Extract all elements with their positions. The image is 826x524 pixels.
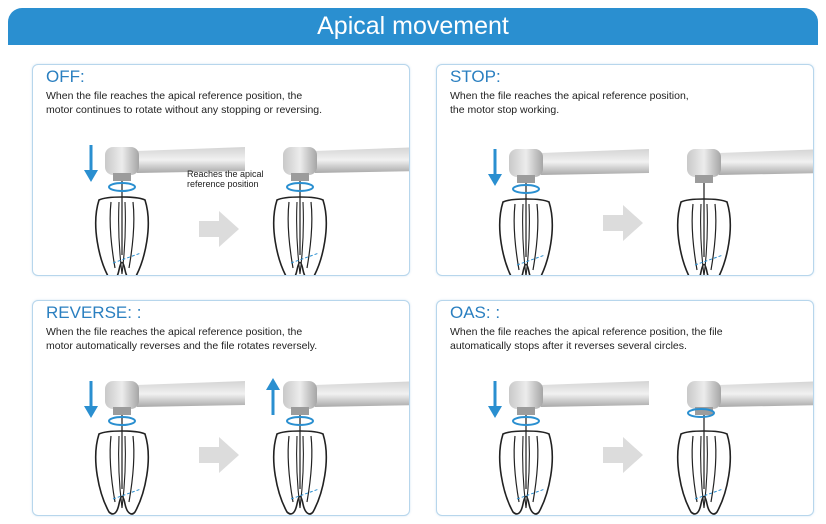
description-line: When the file reaches the apical referen… [46,90,303,102]
apex-line [290,488,320,500]
panel-title: STOP: [450,67,501,86]
handpiece [508,380,650,490]
reverse-illustration [84,378,409,515]
panel-oas: OAS: : When the file reaches the apical … [436,300,814,516]
handpiece [104,380,246,490]
right-arrow-icon [199,437,239,473]
up-arrow-icon [266,378,280,415]
panel-description: When the file reaches the apical referen… [46,325,317,353]
off-illustration [84,145,409,275]
description-line: motor continues to rotate without any st… [46,104,323,116]
description-line: When the file reaches the apical referen… [450,90,689,102]
apex-line [112,488,142,500]
header-banner: Apical movement [8,8,818,45]
panel-reverse: REVERSE: : When the file reaches the api… [32,300,410,516]
apical-caption: Reaches the apical reference position [187,169,264,189]
handpiece [282,146,409,256]
description-line: automatically stops after it reverses se… [450,340,687,352]
panel-title: OAS: : [450,303,501,322]
handpiece [686,380,813,490]
handpiece [282,380,409,490]
stop-illustration [488,148,813,275]
right-arrow-icon [603,437,643,473]
down-arrow-icon [488,149,502,186]
down-arrow-icon [84,381,98,418]
panel-description: When the file reaches the apical referen… [450,325,723,353]
apex-line [290,252,320,264]
apex-line [112,252,142,264]
description-line: motor automatically reverses and the fil… [46,340,318,352]
handpiece [686,148,813,258]
right-arrow-icon [603,205,643,241]
panel-stop: STOP: When the file reaches the apical r… [436,64,814,276]
caption-line: reference position [187,179,259,189]
page-title: Apical movement [317,12,509,40]
right-arrow-icon [199,211,239,247]
caption-line: Reaches the apical [187,169,264,179]
handpiece [508,148,650,258]
down-arrow-icon [84,145,98,182]
description-line: When the file reaches the apical referen… [450,326,723,338]
oas-illustration [488,380,813,515]
apex-line [516,254,546,266]
panel-off: OFF: When the file reaches the apical re… [32,64,410,276]
apex-line [694,488,724,500]
description-line: When the file reaches the apical referen… [46,326,303,338]
apex-line [516,488,546,500]
panel-title: REVERSE: : [46,303,142,322]
apex-line [694,254,724,266]
panel-title: OFF: [46,67,85,86]
panel-description: When the file reaches the apical referen… [450,89,689,117]
down-arrow-icon [488,381,502,418]
panel-description: When the file reaches the apical referen… [46,89,322,117]
description-line: the motor stop working. [450,104,560,116]
